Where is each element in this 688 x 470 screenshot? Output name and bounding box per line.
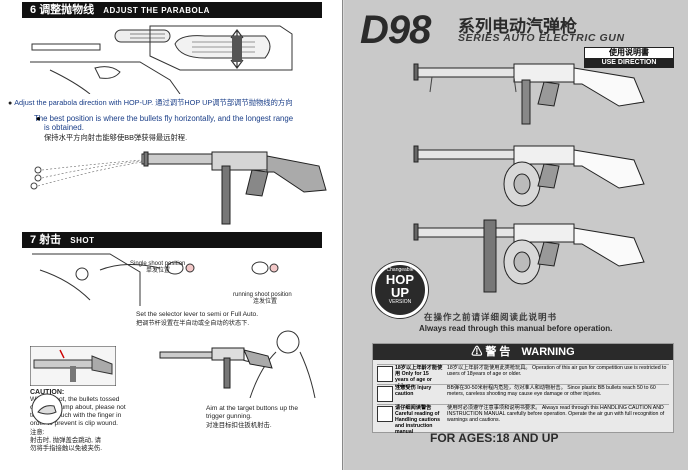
section-7-number: 7	[30, 234, 37, 246]
shooter-figure	[159, 330, 316, 398]
series-cn: 系列电动汽弹枪	[458, 17, 577, 36]
caution-cn-title: 注意:	[30, 429, 45, 436]
trajectory-gun-diagram	[30, 151, 327, 225]
warning-row-injury: 注意受伤 Injury caution BB弹在30-50米射程内危险，勿对准人…	[377, 384, 669, 403]
single-shoot-en: Single shoot position	[130, 261, 186, 267]
brand-title: D98	[360, 8, 431, 52]
warning-manual-text: 使用时必须遵守注意事项和说明书要求。 Always read through t…	[447, 405, 665, 423]
gun-stick-mag	[413, 63, 645, 125]
adjust-note-text: Adjust the parabola direction with HOP-U…	[14, 98, 293, 107]
warning-row-manual: 请仔细阅读警告 Careful reading of Handling caut…	[377, 404, 669, 435]
aim-cn: 对准目标扣住扳机射击.	[206, 422, 272, 429]
warning-bar: ⚠ 警 告 WARNING	[373, 344, 673, 360]
caution-title: CAUTION:	[30, 389, 65, 396]
hop-badge-bottom: VERSION	[388, 299, 412, 305]
running-shoot-en: running shoot position	[233, 292, 292, 298]
caution-cn-line-1: 射击时, 抛弹盖会跳动, 请	[30, 437, 102, 444]
warning-manual-label: 请仔细阅读警告 Careful reading of Handling caut…	[395, 405, 440, 435]
hop-badge-top: Changeable	[386, 267, 414, 273]
warning-injury-text: BB弹在30-50米射程内危险，勿对准人和动物射击。 Since plastic…	[447, 385, 656, 397]
aim-en-1: Aim at the target buttons up the	[206, 405, 299, 412]
caution-diagram	[30, 346, 116, 386]
warning-age-text: 18岁以上年龄才能使用此类枪玩具。 Operation of this air …	[447, 365, 667, 377]
warning-en: WARNING	[521, 346, 575, 358]
manual-en: USE DIRECTION	[585, 58, 673, 67]
warning-injury-label: 注意受伤 Injury caution	[395, 385, 432, 397]
caution-line-2: cover will jump about, please not	[30, 404, 126, 411]
warning-icon: ⚠	[471, 346, 486, 358]
series-en: SERIES AUTO ELECTRIC GUN	[458, 32, 625, 44]
hop-up-badge: Changeable HOP UP VERSION	[372, 262, 428, 318]
hop-badge-hop: HOP	[385, 272, 415, 287]
best-position-cn: 保持水平方向射击能够使BB弹获得最远射程.	[44, 133, 188, 142]
left-page: 6 调整抛物线 ADJUST THE PARABOLA ● Adjust the…	[0, 0, 343, 470]
section-6-number: 6	[30, 4, 37, 16]
warning-cn: 警 告	[485, 346, 511, 358]
manual-book-icon	[377, 406, 393, 422]
gun-drum-mag-stick	[413, 223, 645, 285]
read-before-en: Always read through this manual before o…	[419, 324, 613, 333]
bullet-dot: ●	[36, 114, 41, 123]
best-position-en-1: The best position is where the bullets f…	[34, 114, 294, 123]
hopup-diagram	[30, 22, 322, 94]
hop-badge-up: UP	[390, 285, 410, 300]
selector-cn: 把调节杆设置在半自动或全自动的状态下.	[136, 320, 250, 327]
warning-row-age: 18岁以上年龄才能使用 Only for 15 years of age or …	[377, 364, 669, 389]
caution-line-3: to get in touch with the finger in	[30, 412, 122, 419]
aim-en-2: trigger gunning.	[206, 413, 252, 420]
warning-age-label: 18岁以上年龄才能使用 Only for 15 years of age or …	[395, 365, 443, 389]
best-position-en-2: is obtained.	[44, 123, 84, 132]
section-6-title-cn: 调整抛物线	[39, 4, 95, 16]
section-7-title-cn: 射击	[39, 234, 62, 246]
age-notice: FOR AGES:18 AND UP	[430, 431, 559, 445]
selector-en: Set the selector lever to semi or Full A…	[136, 311, 259, 318]
single-shoot-cn: 单发位置	[146, 268, 171, 274]
section-7-header: 7 射击 SHOT	[22, 232, 322, 248]
manual-box: 使用说明書 USE DIRECTION	[584, 47, 674, 68]
section-7-title-en: SHOT	[70, 236, 95, 245]
right-page: D98 系列电动汽弹枪 SERIES AUTO ELECTRIC GUN 使用说…	[344, 0, 688, 470]
read-before-cn: 在操作之前请详细阅读此说明书	[424, 312, 558, 322]
gun-drum-mag	[413, 145, 645, 207]
adjust-note: ● Adjust the parabola direction with HOP…	[8, 98, 293, 107]
caution-line-4: order to prevent is clip wound.	[30, 420, 118, 427]
caution-line-1: While shoot, the bullets tossed	[30, 396, 120, 403]
warning-box: ⚠ 警 告 WARNING 18岁以上年龄才能使用 Only for 15 ye…	[372, 343, 674, 435]
running-shoot-cn: 连发位置	[253, 299, 278, 305]
section-6-title-en: ADJUST THE PARABOLA	[103, 6, 210, 15]
gun-side-view	[141, 151, 327, 225]
selector-diagram	[32, 253, 279, 306]
age-restriction-icon	[377, 366, 393, 382]
gun-illustrations	[413, 63, 645, 293]
finger-warning-icon	[31, 393, 63, 425]
caution-cn-line-2: 勿将手指接触以免被夹伤.	[30, 445, 103, 452]
manual-cn: 使用说明書	[609, 48, 649, 57]
injury-caution-icon	[377, 386, 393, 402]
section-6-header: 6 调整抛物线 ADJUST THE PARABOLA	[22, 2, 322, 18]
